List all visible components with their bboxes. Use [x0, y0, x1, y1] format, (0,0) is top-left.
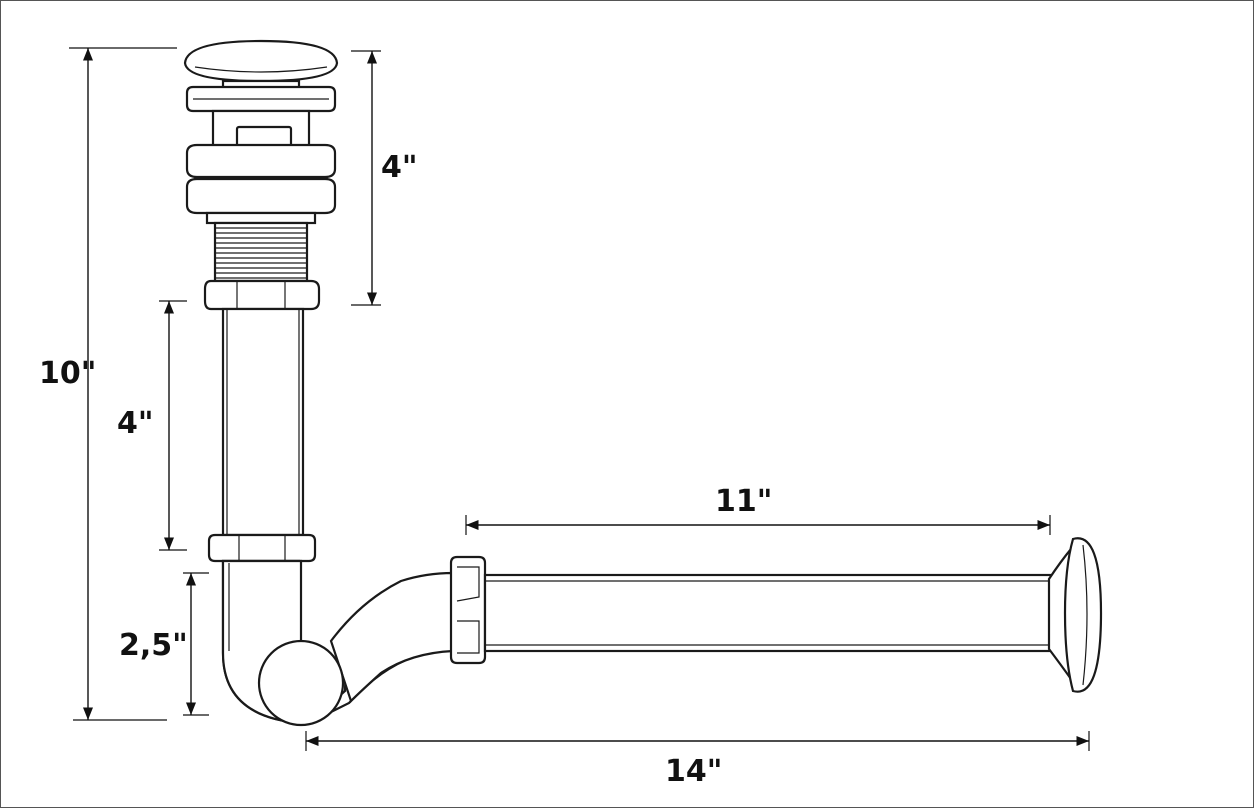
label-total-height: 10": [39, 356, 96, 391]
lower-hex-nut: [207, 533, 317, 563]
dimension-wall-pipe: [465, 515, 1051, 535]
wall-flange: [1047, 537, 1103, 693]
label-drain-height: 4": [381, 150, 418, 185]
label-tailpiece: 4": [117, 406, 154, 441]
dimension-drain-height: [351, 50, 381, 306]
drain-flange: [185, 85, 337, 113]
drain-body: [185, 109, 337, 225]
wall-pipe: [483, 573, 1057, 653]
label-wall-pipe: 11": [715, 484, 772, 519]
trap-bend: [221, 559, 455, 727]
drain-cap: [183, 39, 339, 93]
dimension-trap-height: [183, 572, 209, 716]
dimension-total-height: [69, 47, 177, 721]
label-total-length: 14": [665, 754, 722, 789]
threaded-shank: [213, 221, 309, 283]
upper-hex-nut: [203, 279, 321, 311]
dimension-total-length: [305, 731, 1090, 751]
tailpiece-pipe: [221, 307, 305, 537]
label-trap-height: 2,5": [119, 628, 188, 663]
trap-outlet-nut: [449, 555, 487, 665]
dimension-tailpiece: [159, 300, 187, 551]
